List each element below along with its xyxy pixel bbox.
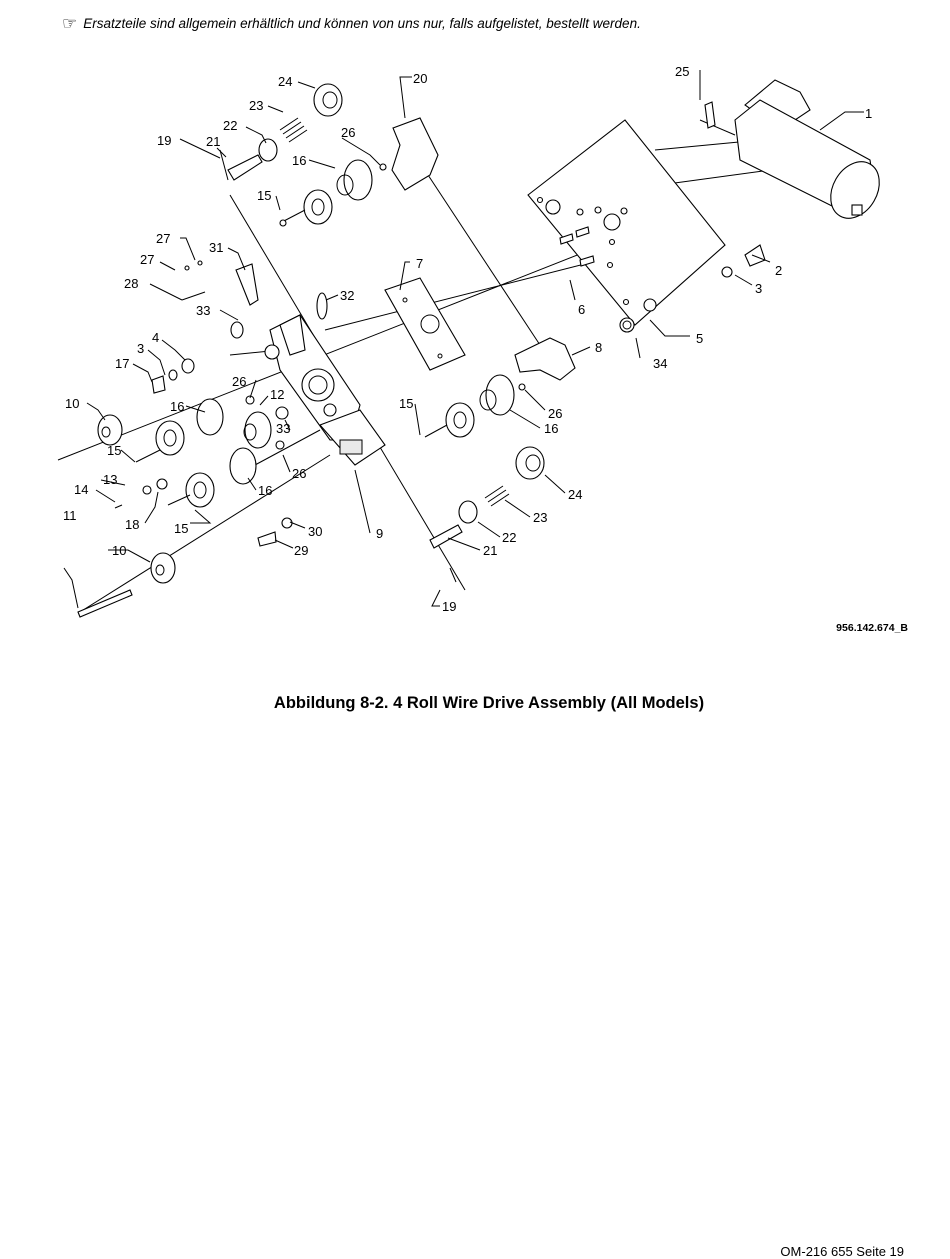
parts-note-text: Ersatzteile sind allgemein erhältlich un… xyxy=(83,16,641,31)
exploded-parts-diagram: 1 2 3 3 4 5 6 7 8 9 10 10 11 12 13 14 15… xyxy=(57,64,880,618)
callout-31: 31 xyxy=(209,240,223,255)
callout-10: 10 xyxy=(112,543,126,558)
callout-3: 3 xyxy=(755,281,762,296)
drawing-number: 956.142.674_B xyxy=(836,622,908,634)
callout-24: 24 xyxy=(568,487,582,502)
callout-34: 34 xyxy=(653,356,667,371)
callout-15: 15 xyxy=(174,521,188,536)
figure-caption: Abbildung 8-2. 4 Roll Wire Drive Assembl… xyxy=(273,694,705,712)
callout-30: 30 xyxy=(308,524,322,539)
page-footer: OM-216 655 Seite 19 xyxy=(780,1244,904,1259)
callout-23: 23 xyxy=(249,98,263,113)
callout-28: 28 xyxy=(124,276,138,291)
callout-33: 33 xyxy=(196,303,210,318)
callout-16: 16 xyxy=(292,153,306,168)
callout-20: 20 xyxy=(413,71,427,86)
callout-16: 16 xyxy=(258,483,272,498)
bottom-left-hardware xyxy=(77,517,293,618)
drive-motor xyxy=(699,79,880,219)
mounting-plate xyxy=(527,101,766,333)
upper-tension-assembly xyxy=(219,83,387,181)
callout-29: 29 xyxy=(294,543,308,558)
callout-26: 26 xyxy=(548,406,562,421)
callout-1: 1 xyxy=(865,106,872,121)
callout-9: 9 xyxy=(376,526,383,541)
leader-lines xyxy=(63,70,864,609)
callout-21: 21 xyxy=(483,543,497,558)
callout-11: 11 xyxy=(63,508,77,523)
callout-23: 23 xyxy=(533,510,547,525)
left-drive-rolls xyxy=(114,398,272,509)
callout-2: 2 xyxy=(775,263,782,278)
parts-note: ☞ Ersatzteile sind allgemein erhältlich … xyxy=(62,15,641,32)
callout-33: 33 xyxy=(276,421,290,436)
callout-22: 22 xyxy=(502,530,516,545)
callout-19: 19 xyxy=(157,133,171,148)
callout-32: 32 xyxy=(340,288,354,303)
callout-24: 24 xyxy=(278,74,292,89)
insulator-plate xyxy=(384,277,466,371)
drive-housing xyxy=(269,292,386,466)
callout-10: 10 xyxy=(65,396,79,411)
callout-22: 22 xyxy=(223,118,237,133)
callout-12: 12 xyxy=(270,387,284,402)
right-drive-rolls xyxy=(424,374,545,583)
callout-19: 19 xyxy=(442,599,456,614)
callout-15: 15 xyxy=(107,443,121,458)
callout-5: 5 xyxy=(696,331,703,346)
callout-26: 26 xyxy=(341,125,355,140)
callout-27: 27 xyxy=(140,252,154,267)
callout-26: 26 xyxy=(232,374,246,389)
callout-15: 15 xyxy=(399,396,413,411)
callout-26: 26 xyxy=(292,466,306,481)
callout-14: 14 xyxy=(74,482,88,497)
callout-18: 18 xyxy=(125,517,139,532)
callout-16: 16 xyxy=(544,421,558,436)
callout-8: 8 xyxy=(595,340,602,355)
callout-16: 16 xyxy=(170,399,184,414)
left-hardware xyxy=(97,260,289,450)
callout-15: 15 xyxy=(257,188,271,203)
callout-7: 7 xyxy=(416,256,423,271)
callout-21: 21 xyxy=(206,134,220,149)
upper-drive-rolls xyxy=(279,159,373,227)
pointing-hand-icon: ☞ xyxy=(62,14,78,33)
callout-3: 3 xyxy=(137,341,144,356)
callout-4: 4 xyxy=(152,330,159,345)
callout-25: 25 xyxy=(675,64,689,79)
callout-17: 17 xyxy=(115,356,129,371)
pressure-arms xyxy=(391,117,576,381)
callout-labels: 1 2 3 3 4 5 6 7 8 9 10 10 11 12 13 14 15… xyxy=(63,64,872,614)
callout-27: 27 xyxy=(156,231,170,246)
callout-13: 13 xyxy=(103,472,117,487)
callout-6: 6 xyxy=(578,302,585,317)
